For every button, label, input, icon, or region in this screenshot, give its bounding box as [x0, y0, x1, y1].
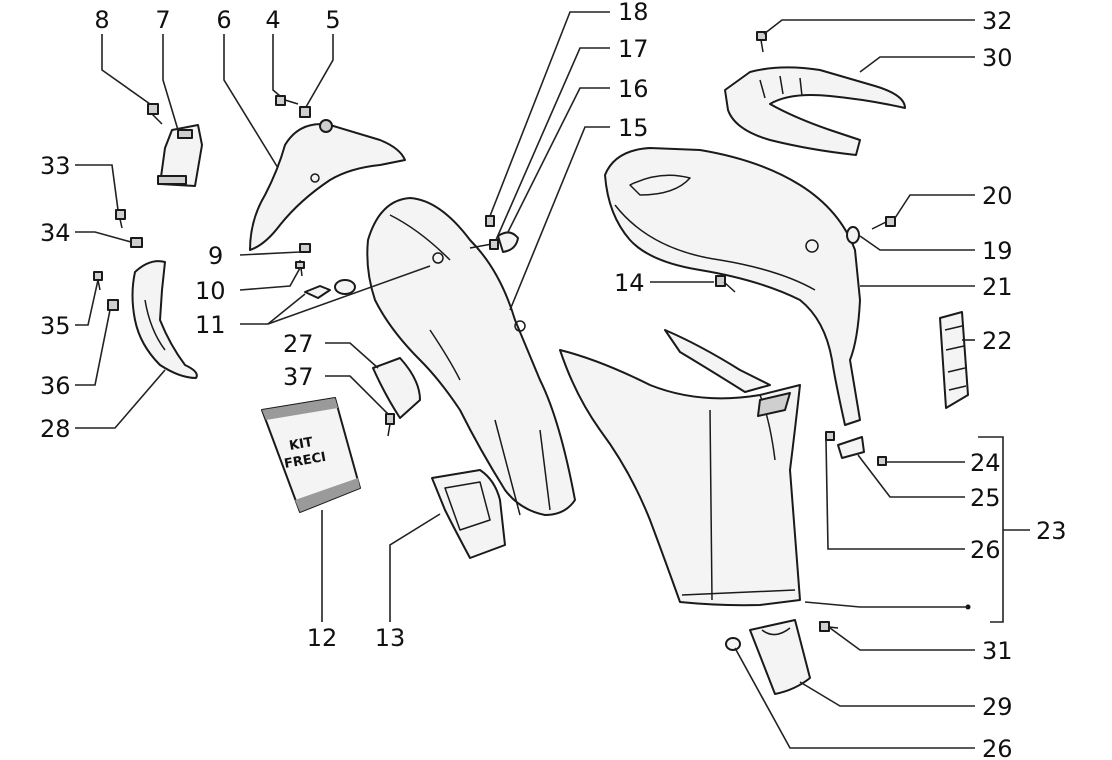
callout-27: 27 — [283, 330, 314, 358]
callout-12: 12 — [307, 624, 338, 652]
part-16-grommet — [497, 231, 519, 253]
part-18-clip — [485, 215, 495, 227]
part-11-bolts — [304, 279, 356, 299]
callout-26-upper: 26 — [970, 536, 1001, 564]
sticker-line-2: FRECI — [283, 450, 327, 472]
part-13-reflector — [431, 469, 506, 559]
callout-22: 22 — [982, 327, 1013, 355]
callout-20: 20 — [982, 182, 1013, 210]
callout-11: 11 — [195, 311, 226, 339]
part-14-screw — [715, 275, 736, 293]
callout-15: 15 — [618, 114, 649, 142]
callout-34: 34 — [40, 219, 71, 247]
callout-9: 9 — [208, 242, 223, 270]
part-6-bracket — [249, 119, 406, 251]
callout-26-lower: 26 — [982, 735, 1013, 760]
part-9-clip — [299, 243, 311, 253]
part-5-nut — [299, 106, 311, 118]
callout-25: 25 — [970, 484, 1001, 512]
callout-28: 28 — [40, 415, 71, 443]
callout-18: 18 — [618, 0, 649, 26]
part-front-shield — [559, 329, 801, 607]
callout-23: 23 — [1036, 517, 1067, 545]
part-34-nut — [130, 237, 143, 248]
callout-31: 31 — [982, 637, 1013, 665]
leader-lines — [75, 11, 1030, 749]
callout-labels: 8 7 6 4 5 33 34 35 36 28 9 10 11 27 37 1… — [40, 0, 1067, 760]
part-22-lens — [939, 311, 969, 409]
part-32-screw — [756, 31, 767, 53]
part-12-kit-sheet: KIT FRECI — [261, 397, 361, 513]
part-33-screw — [115, 209, 126, 229]
part-29-small-panel — [749, 619, 811, 695]
callout-32: 32 — [982, 7, 1013, 35]
part-19-washer — [846, 226, 860, 244]
callout-13: 13 — [375, 624, 406, 652]
callout-33: 33 — [40, 152, 71, 180]
callout-8: 8 — [94, 6, 109, 34]
callout-4: 4 — [265, 6, 280, 34]
part-17-screw — [469, 239, 499, 250]
callout-29: 29 — [982, 693, 1013, 721]
part-7-plate — [157, 124, 203, 187]
callout-36: 36 — [40, 372, 71, 400]
part-26-clip-lower — [725, 637, 741, 651]
part-30-grab-handle — [724, 66, 906, 156]
part-25-plate — [837, 436, 865, 459]
callout-6: 6 — [216, 6, 231, 34]
part-15-side-panel — [366, 197, 576, 516]
callout-35: 35 — [40, 312, 71, 340]
part-20-screw — [871, 216, 896, 230]
callout-16: 16 — [618, 75, 649, 103]
part-31-screw — [819, 621, 839, 632]
callout-19: 19 — [982, 237, 1013, 265]
callout-30: 30 — [982, 44, 1013, 72]
part-8-screw — [147, 103, 163, 125]
part-36-nut — [107, 299, 119, 311]
part-24-screw — [877, 456, 887, 466]
callout-37: 37 — [283, 363, 314, 391]
sticker-line-1: KIT — [288, 435, 314, 454]
callout-7: 7 — [155, 6, 170, 34]
callout-24: 24 — [970, 449, 1001, 477]
part-27-cap — [372, 357, 421, 419]
callout-17: 17 — [618, 35, 649, 63]
callout-5: 5 — [325, 6, 340, 34]
callout-21: 21 — [982, 273, 1013, 301]
part-28-trim — [131, 260, 198, 379]
part-26-clip-upper — [825, 431, 835, 441]
part-4-screw — [275, 95, 299, 106]
callout-10: 10 — [195, 277, 226, 305]
part-21-side-panel — [604, 147, 861, 426]
callout-14: 14 — [614, 269, 645, 297]
part-37-screw — [385, 413, 395, 437]
